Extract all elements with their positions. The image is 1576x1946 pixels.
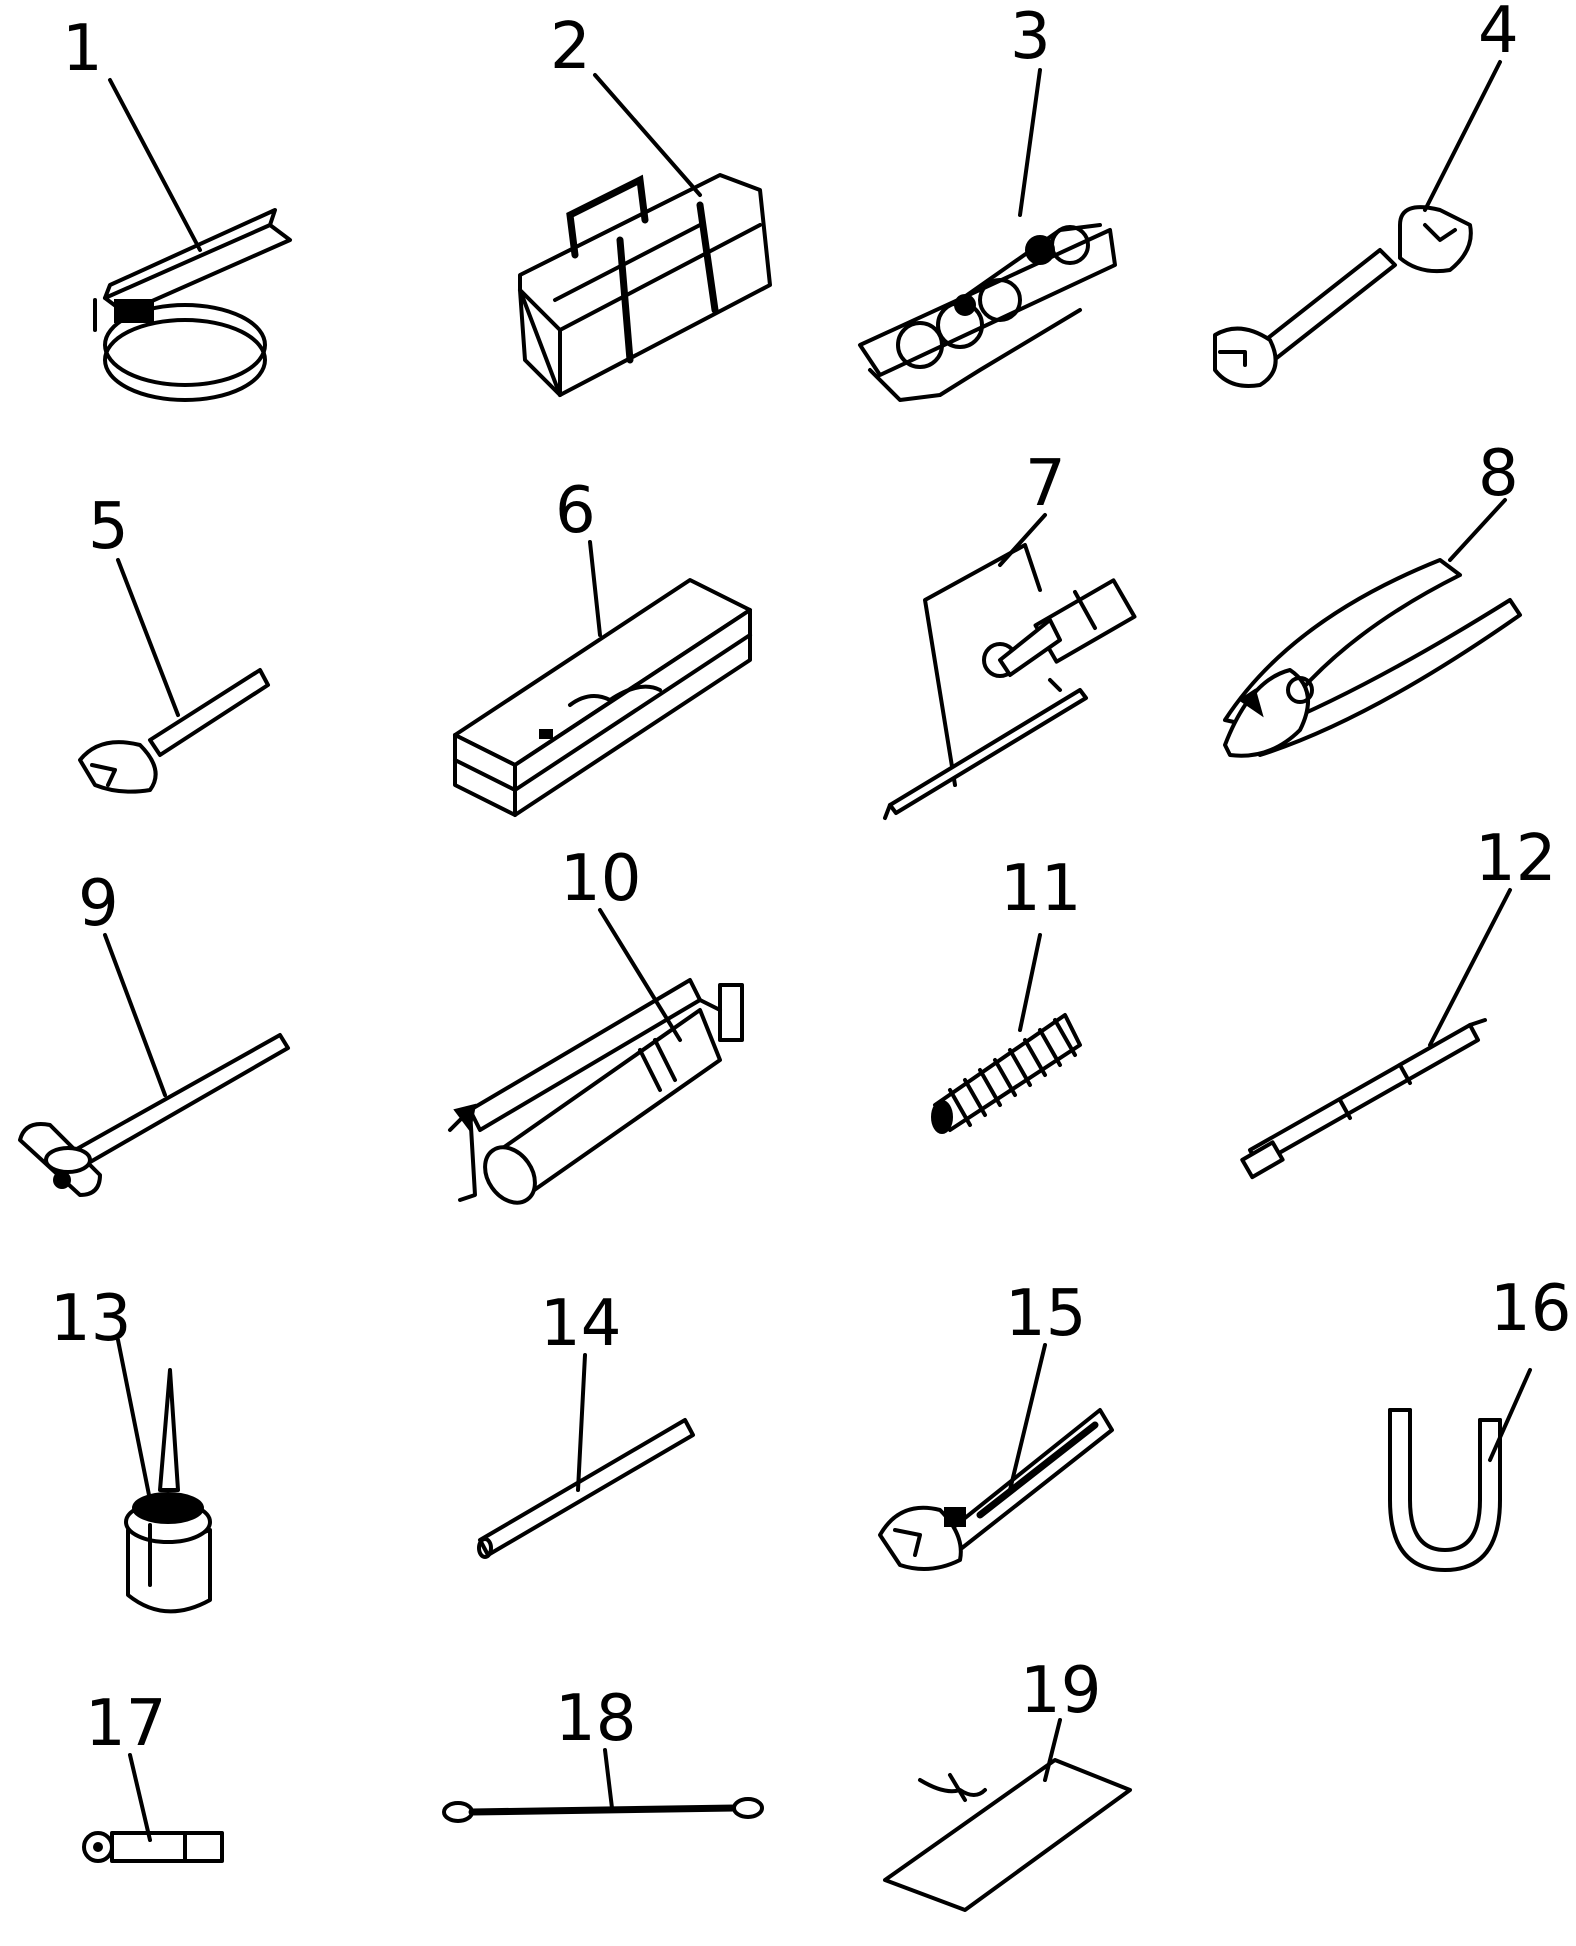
callout-label-15: 15	[1005, 1277, 1086, 1351]
callout-label-8: 8	[1478, 437, 1519, 511]
callout-label-7: 7	[1025, 447, 1066, 521]
grease-gun-icon	[448, 978, 744, 1205]
document-envelope-icon	[883, 1758, 1132, 1912]
extension-bar-icon	[1240, 1018, 1487, 1180]
callout-label-18: 18	[555, 1682, 636, 1756]
callout-label-3: 3	[1010, 0, 1051, 74]
callout-label-9: 9	[78, 867, 119, 941]
leader-line-12	[1428, 888, 1512, 1047]
wire-cable-icon	[442, 1797, 764, 1823]
callout-label-4: 4	[1478, 0, 1519, 68]
rod-icon	[477, 1418, 695, 1559]
leader-line-3	[1018, 68, 1042, 217]
leader-line-17	[128, 1753, 152, 1842]
spring-icon	[931, 1013, 1082, 1134]
belt-clamp-icon	[93, 208, 292, 402]
leader-line-19	[1043, 1718, 1062, 1782]
callout-label-17: 17	[85, 1687, 166, 1761]
leader-line-1	[108, 78, 202, 252]
callout-label-1: 1	[62, 12, 103, 86]
double-open-wrench-icon	[1213, 205, 1473, 388]
leader-line-10	[598, 908, 682, 1042]
socket-handle-icon	[82, 1831, 224, 1863]
leader-line-14	[576, 1353, 587, 1492]
open-wrench-icon	[78, 668, 270, 794]
oil-can-icon	[124, 1368, 212, 1614]
leader-line-16	[1488, 1368, 1532, 1462]
callout-label-19: 19	[1020, 1654, 1101, 1728]
wrench-set-icon	[858, 223, 1117, 402]
callout-label-2: 2	[550, 10, 591, 84]
callout-label-10: 10	[560, 842, 641, 916]
callout-label-5: 5	[88, 490, 129, 564]
leader-line-13	[116, 1338, 152, 1502]
hammer-icon	[18, 1033, 290, 1197]
callout-label-14: 14	[540, 1287, 621, 1361]
leader-line-2	[593, 73, 702, 197]
pliers-icon	[1223, 558, 1522, 758]
leader-line-7	[998, 513, 1047, 567]
leader-line-5	[116, 558, 180, 717]
leader-line-8	[1448, 498, 1507, 562]
leader-line-15	[1008, 1343, 1047, 1492]
leader-line-6	[588, 540, 602, 637]
callout-label-12: 12	[1475, 822, 1556, 896]
leader-line-4	[1423, 60, 1502, 212]
leader-line-9	[103, 933, 167, 1097]
callout-label-11: 11	[1000, 852, 1081, 926]
callout-label-6: 6	[555, 474, 596, 548]
tool-case-icon	[453, 578, 752, 817]
callout-label-13: 13	[50, 1282, 131, 1356]
leader-line-18	[603, 1748, 614, 1810]
tool-bag-icon	[518, 173, 772, 397]
callout-label-16: 16	[1490, 1272, 1571, 1346]
adjustable-wrench-icon	[878, 1408, 1114, 1571]
leader-line-11	[1018, 933, 1042, 1032]
u-tube-icon	[1388, 1408, 1502, 1572]
screwdriver-set-icon	[883, 543, 1137, 820]
